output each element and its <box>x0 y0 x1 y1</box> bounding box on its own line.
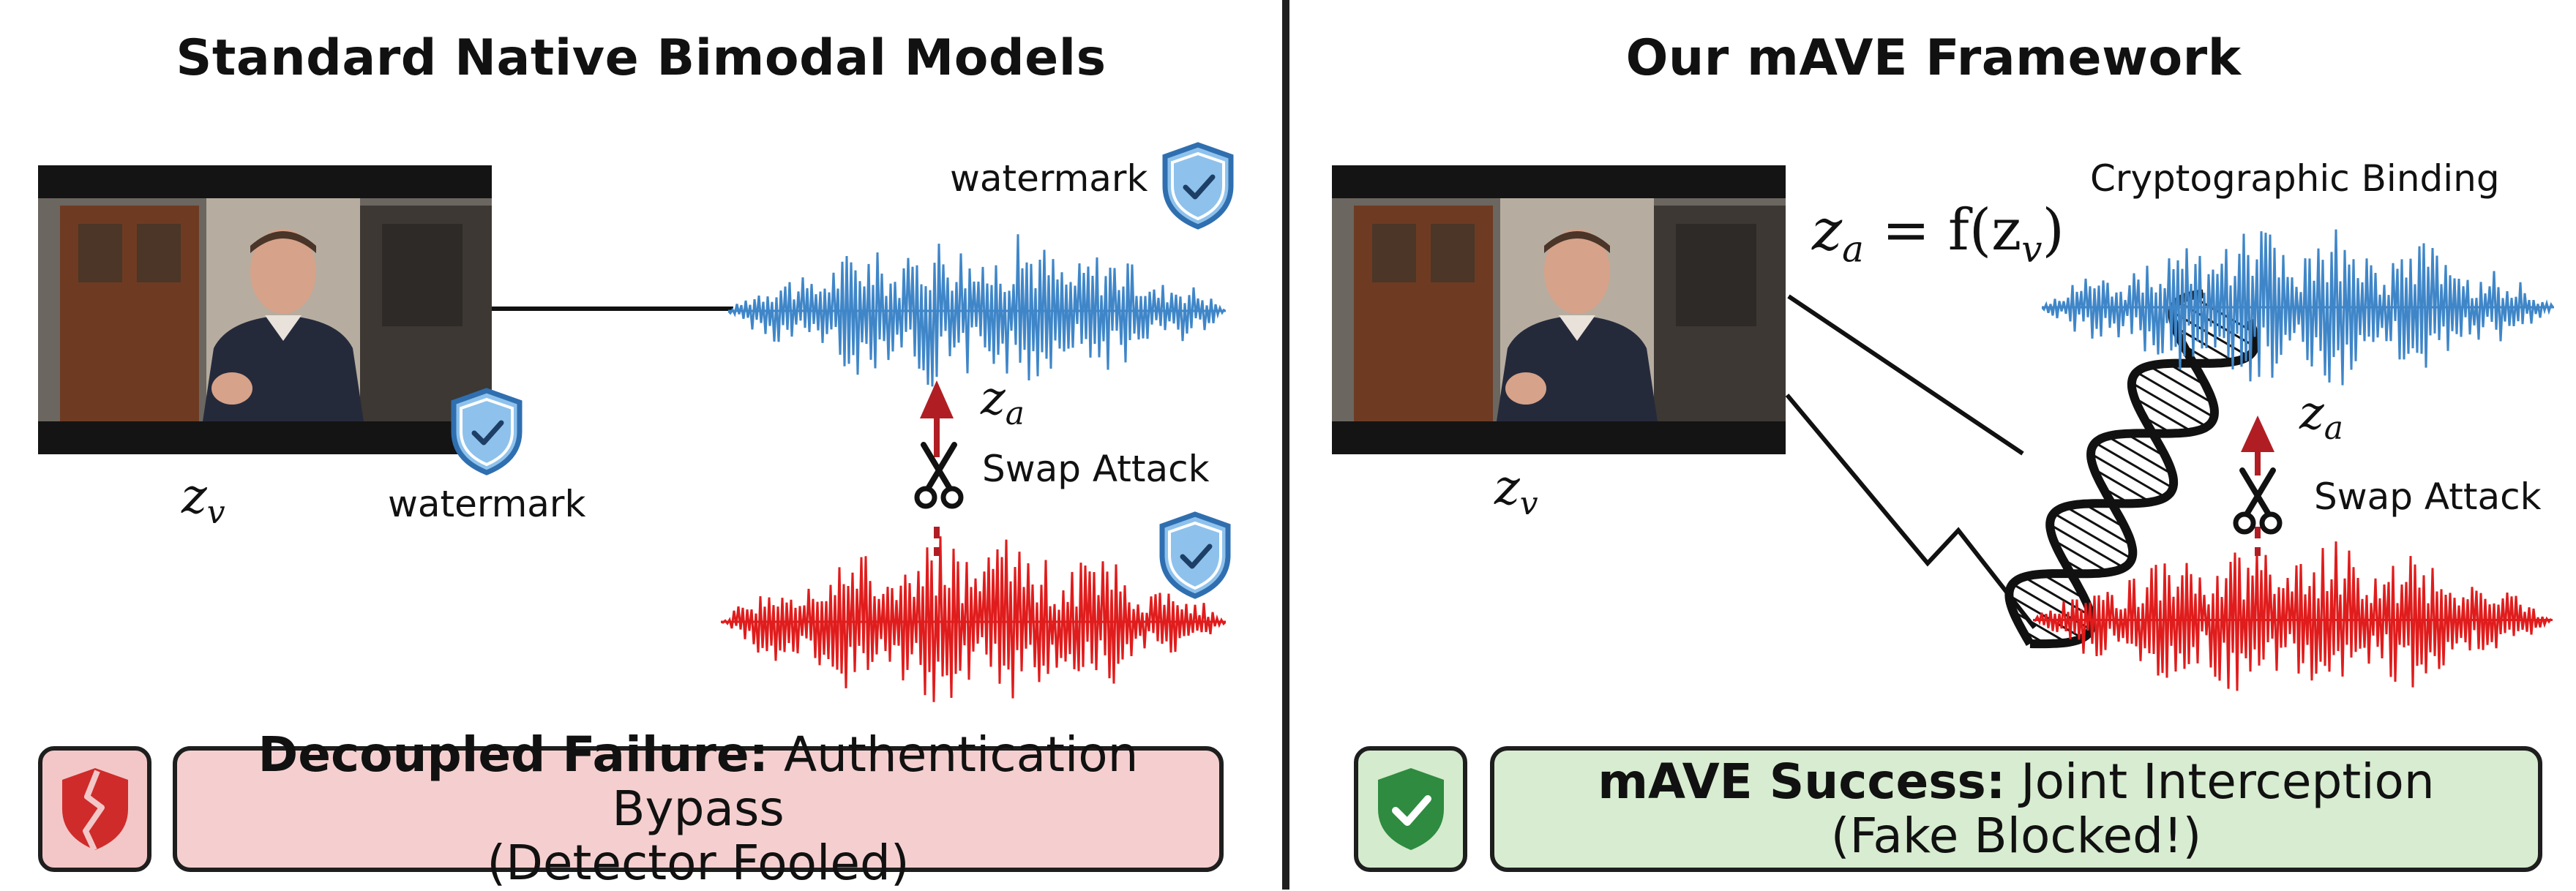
failure-result-text: Authentication Bypass <box>612 726 1139 838</box>
left-panel: Standard Native Bimodal Models zv waterm… <box>0 0 1282 890</box>
left-connector-line <box>492 307 733 311</box>
right-video-frame <box>1332 165 1786 454</box>
left-swap-label: Swap Attack <box>982 448 1210 490</box>
dna-rung <box>2135 371 2214 418</box>
failure-result-line2: (Detector Fooled) <box>487 834 910 891</box>
swap-arrow <box>920 380 954 556</box>
success-result-text: Joint Interception <box>2005 753 2435 811</box>
dna-rung <box>2106 435 2174 475</box>
failure-result-bold: Decoupled Failure: <box>258 726 769 783</box>
left-red-waveform <box>721 536 1226 702</box>
swap-arrow <box>2241 416 2274 556</box>
left-video-frame <box>38 165 492 454</box>
left-blue-waveform <box>728 234 1226 387</box>
right-video-latent: zv <box>1494 459 1538 523</box>
dna-rung <box>2049 523 2124 569</box>
waveform-path <box>2042 229 2554 386</box>
success-result-bold: mAVE Success: <box>1598 753 2006 811</box>
right-audio-latent: za <box>2299 386 2343 447</box>
dna-rung <box>2133 396 2193 433</box>
right-red-waveform <box>2033 541 2553 691</box>
video-scene <box>1332 165 1786 454</box>
broken-shield-icon <box>61 767 128 851</box>
right-title: Our mAVE Framework <box>1625 29 2242 87</box>
binding-label: Cryptographic Binding <box>2090 157 2500 200</box>
left-watermark-audio-label: watermark <box>950 157 1148 200</box>
dna-rung <box>2023 576 2092 617</box>
failure-icon-box <box>38 746 151 872</box>
left-watermark-video-label: watermark <box>388 483 586 525</box>
video-scene <box>38 165 492 454</box>
scissors-icon <box>2233 467 2283 535</box>
dna-rung <box>2131 382 2208 428</box>
dna-rung <box>2053 512 2133 560</box>
right-blue-waveform <box>2042 229 2554 386</box>
dna-rung <box>2064 505 2133 546</box>
success-icon-box <box>1354 746 1467 872</box>
shield-check-icon <box>451 388 523 475</box>
shield-check-icon <box>1162 142 1234 230</box>
waveform-path <box>2033 541 2553 691</box>
waveform-path <box>721 536 1226 702</box>
left-audio-latent: za <box>981 372 1025 432</box>
dna-rung <box>2053 539 2110 574</box>
dna-rung <box>2090 453 2166 498</box>
dna-rung <box>2148 365 2214 405</box>
left-title: Standard Native Bimodal Models <box>176 29 1107 87</box>
left-video-latent: zv <box>181 468 225 532</box>
failure-result-box: Decoupled Failure: Authentication Bypass… <box>173 728 1224 890</box>
binding-equation: za = f(zv) <box>1812 198 2064 271</box>
success-result-box: mAVE Success: Joint Interception (Fake B… <box>1490 746 2542 872</box>
dna-rung <box>2041 573 2086 601</box>
dna-rung <box>2094 441 2174 489</box>
dna-strand <box>2004 289 2219 646</box>
shield-check-icon <box>1377 767 1444 850</box>
dna-rung <box>2012 610 2067 644</box>
success-result-line2: (Fake Blocked!) <box>1830 808 2202 864</box>
shield-check-icon <box>1159 511 1231 599</box>
panel-divider <box>1282 0 1289 890</box>
right-panel: Our mAVE Framework zv za = f(zv) Cryptog… <box>1291 0 2576 890</box>
scissors-icon <box>914 442 964 509</box>
right-swap-label: Swap Attack <box>2314 475 2542 518</box>
dna-helix-icon <box>1785 289 2260 649</box>
dna-rung <box>2093 468 2152 503</box>
